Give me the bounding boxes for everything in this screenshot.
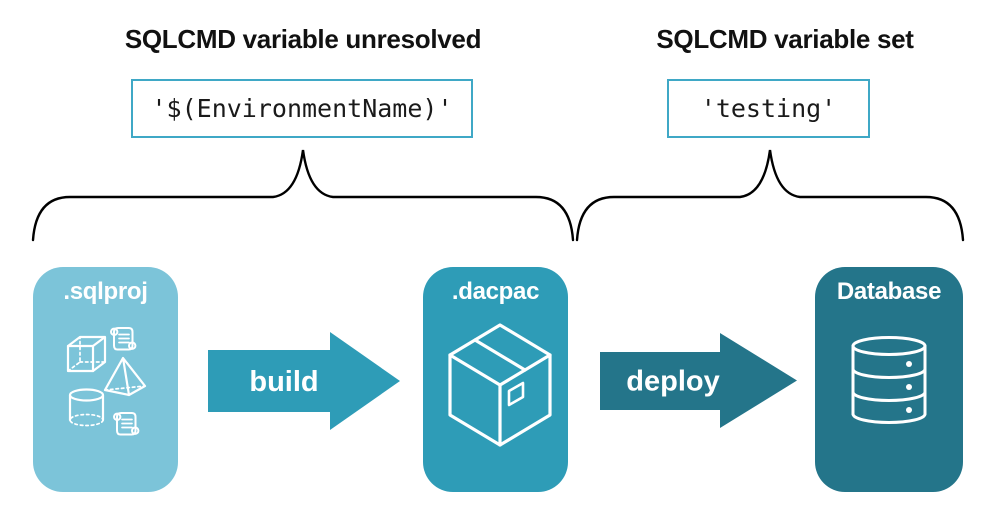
sqlcmd-variable-box-unresolved: '$(EnvironmentName)' bbox=[131, 79, 473, 138]
sqlcmd-variable-value-set: 'testing' bbox=[700, 94, 837, 123]
card-dacpac: .dacpac bbox=[423, 267, 568, 492]
card-database-label: Database bbox=[836, 278, 942, 305]
build-arrow: build bbox=[208, 332, 400, 430]
cylinder-icon bbox=[68, 388, 105, 427]
caption-title-set: SQLCMD variable set bbox=[656, 24, 914, 54]
db-dot bbox=[906, 361, 912, 367]
deploy-arrow-label: deploy bbox=[626, 366, 719, 398]
script-scroll-icon bbox=[112, 412, 140, 436]
db-dot bbox=[906, 384, 912, 390]
card-dacpac-label: .dacpac bbox=[451, 278, 540, 305]
sqlcmd-variable-box-set: 'testing' bbox=[667, 79, 870, 138]
cube-icon bbox=[66, 335, 107, 373]
right-brace bbox=[575, 149, 965, 242]
db-dot bbox=[906, 407, 912, 413]
package-box-icon bbox=[448, 323, 552, 447]
sql-project-objects-icon bbox=[66, 327, 147, 436]
caption-title-unresolved: SQLCMD variable unresolved bbox=[124, 24, 482, 54]
right-arrow-shape bbox=[600, 333, 797, 428]
deploy-arrow: deploy bbox=[600, 333, 797, 428]
package-tag bbox=[507, 381, 525, 407]
card-database: Database bbox=[815, 267, 963, 492]
build-arrow-label: build bbox=[249, 366, 318, 398]
sqlcmd-variable-value-unresolved: '$(EnvironmentName)' bbox=[151, 94, 453, 123]
pyramid-icon bbox=[103, 356, 147, 397]
database-cylinder-icon bbox=[851, 336, 927, 424]
card-sqlproj-label: .sqlproj bbox=[63, 278, 148, 305]
right-arrow-shape bbox=[208, 332, 400, 430]
left-brace bbox=[31, 149, 575, 242]
card-sqlproj: .sqlproj bbox=[33, 267, 178, 492]
script-scroll-icon bbox=[109, 327, 137, 351]
